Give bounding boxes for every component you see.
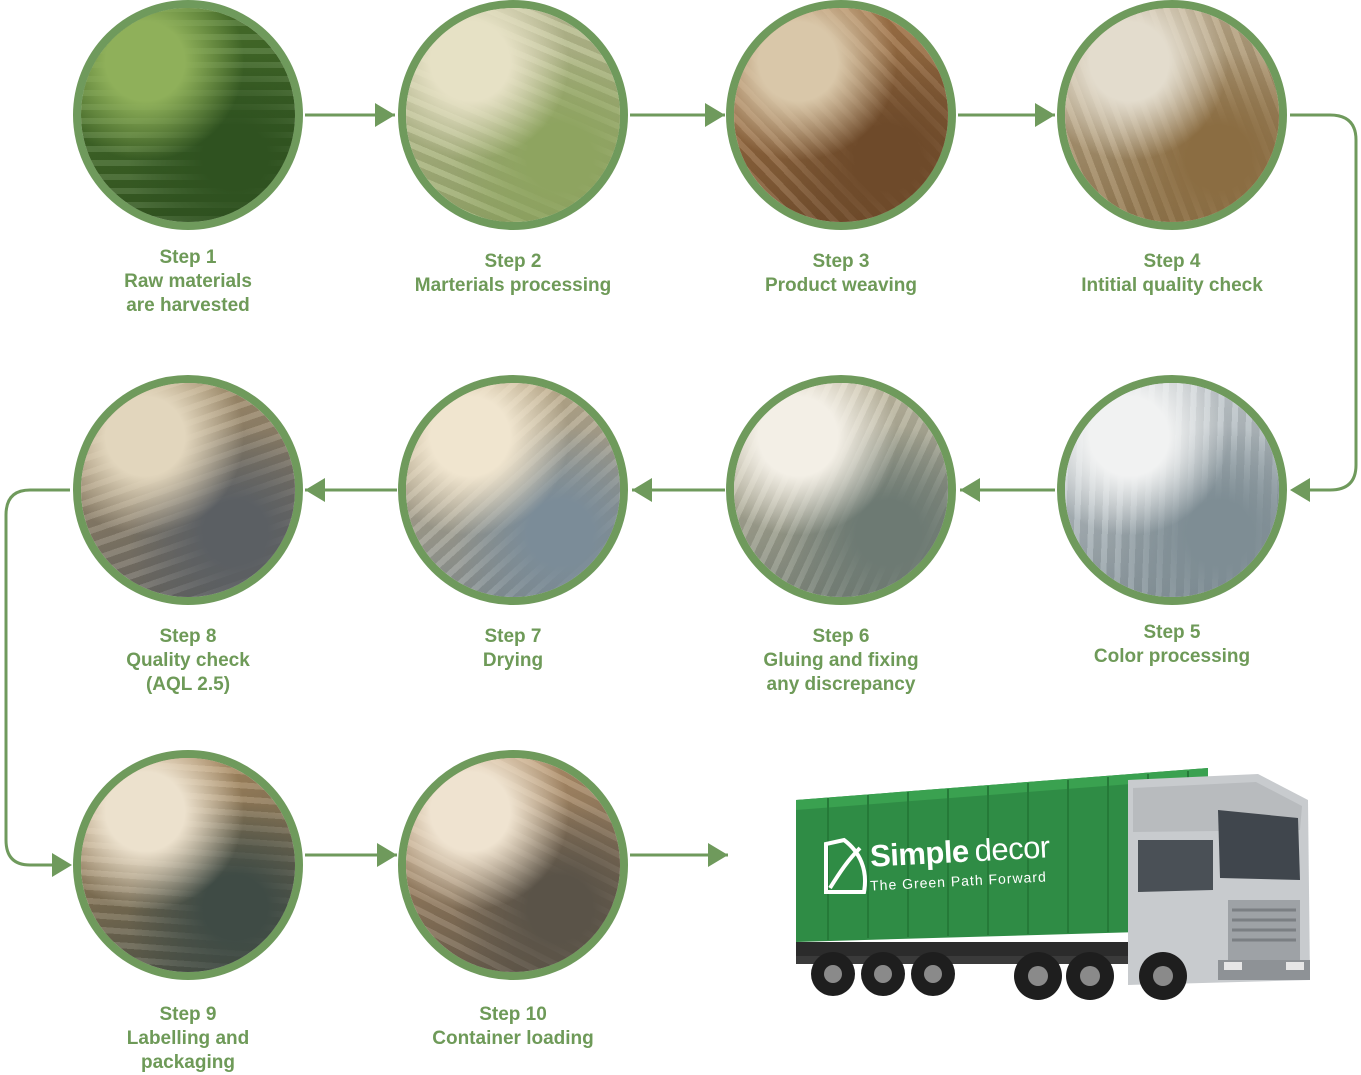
- bamboo-drying-photo: [398, 0, 628, 230]
- step-description: Product weaving: [764, 275, 918, 296]
- arrow-7-8-arrowhead: [305, 478, 325, 502]
- step-5: [1057, 375, 1287, 605]
- brand-secondary: decor: [973, 829, 1051, 869]
- step-number: Step 4: [1143, 251, 1201, 272]
- step-description: (AQL 2.5): [145, 674, 231, 695]
- weaving-photo: [726, 0, 956, 230]
- step-9-caption: Step 9 Labelling and packaging: [38, 1003, 338, 1075]
- step-3: [726, 0, 956, 230]
- step-description: Container loading: [432, 1028, 594, 1049]
- step-6-caption: Step 6 Gluing and fixing any discrepancy: [691, 625, 991, 697]
- truck-cab: [1128, 774, 1310, 985]
- step-number: Step 7: [484, 626, 542, 647]
- step-description: packaging: [141, 1052, 235, 1073]
- step-description: Labelling and: [126, 1028, 250, 1049]
- simple-decor-logo-icon: [824, 837, 867, 894]
- arrow-3-4-arrowhead: [1035, 103, 1055, 127]
- step-3-caption: Step 3 Product weaving: [691, 250, 991, 298]
- arrow-4-5-line: [1290, 113, 1358, 492]
- step-description: Color processing: [1093, 646, 1251, 667]
- step-number: Step 9: [159, 1004, 217, 1025]
- step-number: Step 5: [1143, 622, 1201, 643]
- baskets-drying-photo: [398, 375, 628, 605]
- step-description: are harvested: [126, 295, 250, 316]
- arrow-2-3-arrowhead: [705, 103, 725, 127]
- step-10-caption: Step 10 Container loading: [363, 1003, 663, 1051]
- step-description: Marterials processing: [414, 275, 612, 296]
- shipping-container: [796, 768, 1208, 942]
- arrow-9-10-arrowhead: [377, 843, 397, 867]
- step-8-caption: Step 8 Quality check (AQL 2.5): [38, 625, 338, 697]
- packaging-photo: [73, 750, 303, 980]
- arrow-4-5-arrowhead: [1290, 478, 1310, 502]
- step-2: [398, 0, 628, 230]
- warehouse-check-photo: [73, 375, 303, 605]
- arrow-6-7-arrowhead: [632, 478, 652, 502]
- step-4: [1057, 0, 1287, 230]
- step-number: Step 8: [159, 626, 217, 647]
- step-7-caption: Step 7 Drying: [363, 625, 663, 673]
- step-number: Step 2: [484, 251, 542, 272]
- step-1-caption: Step 1 Raw materials are harvested: [38, 246, 338, 318]
- step-number: Step 6: [812, 626, 870, 647]
- step-description: Raw materials: [124, 271, 252, 292]
- container-truck-image: [796, 768, 1310, 1000]
- step-description: any discrepancy: [766, 674, 916, 695]
- harvest-photo: [73, 0, 303, 230]
- step-9: [73, 750, 303, 980]
- step-8: [73, 375, 303, 605]
- loading-photo: [398, 750, 628, 980]
- step-2-caption: Step 2 Marterials processing: [363, 250, 663, 298]
- brand-main: Simple: [869, 833, 970, 874]
- step-description: Drying: [482, 650, 544, 671]
- step-4-caption: Step 4 Intitial quality check: [1022, 250, 1322, 298]
- color-spray-photo: [1057, 375, 1287, 605]
- step-10: [398, 750, 628, 980]
- mats-inspection-photo: [1057, 0, 1287, 230]
- arrow-5-6-arrowhead: [960, 478, 980, 502]
- arrow-10-truck-arrowhead: [708, 843, 728, 867]
- step-number: Step 3: [812, 251, 870, 272]
- step-7: [398, 375, 628, 605]
- step-number: Step 10: [479, 1004, 547, 1025]
- gluing-workshop-photo: [726, 375, 956, 605]
- step-6: [726, 375, 956, 605]
- arrow-8-9-arrowhead: [52, 853, 72, 877]
- arrow-8-9-line: [4, 488, 70, 867]
- step-5-caption: Step 5 Color processing: [1022, 621, 1322, 669]
- step-description: Quality check: [126, 650, 250, 671]
- step-number: Step 1: [159, 247, 217, 268]
- step-description: Gluing and fixing: [763, 650, 919, 671]
- arrow-1-2-arrowhead: [375, 103, 395, 127]
- step-1: [73, 0, 303, 230]
- step-description: Intitial quality check: [1081, 275, 1263, 296]
